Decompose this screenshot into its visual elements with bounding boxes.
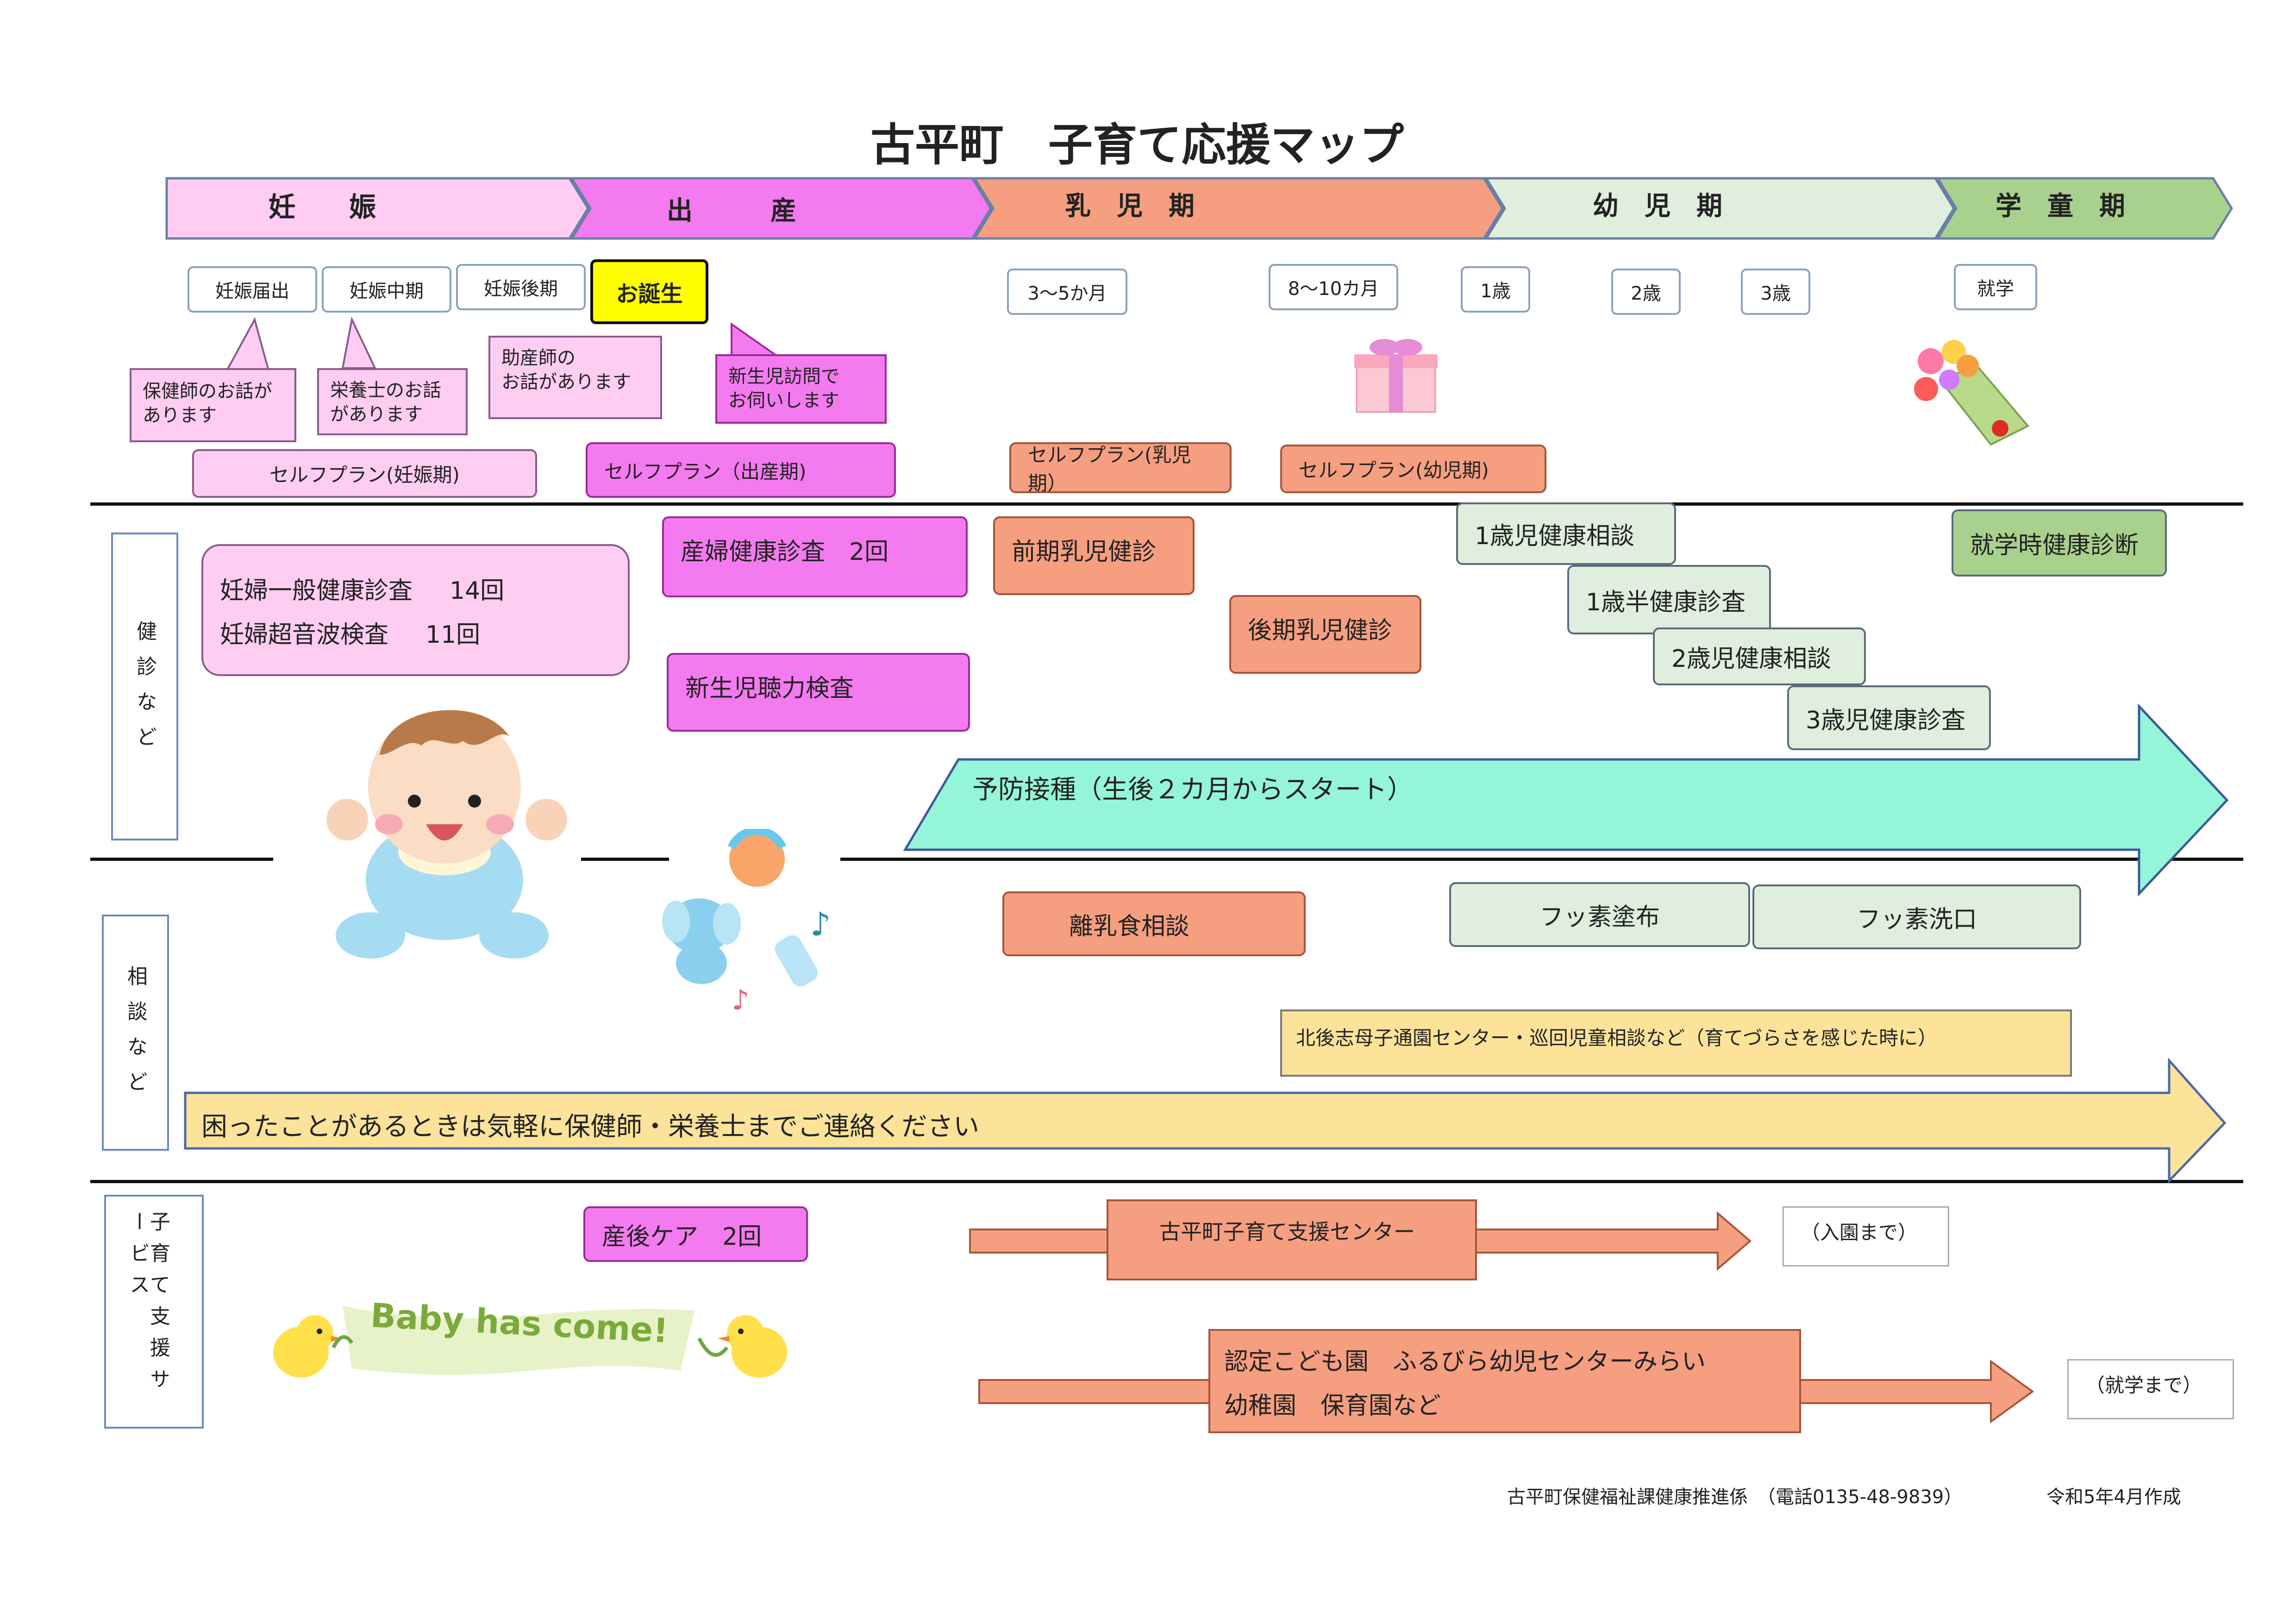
pregnancy-check-name: 妊婦超音波検査	[220, 621, 389, 649]
age1-consult: 1歳児健康相談	[1456, 502, 1676, 565]
age2-consult: 2歳児健康相談	[1653, 627, 1866, 685]
timeline-item-age-2: 2歳	[1611, 269, 1681, 315]
stage-chevron-birth	[569, 177, 992, 240]
self-plan-pregnancy: セルフプラン(妊娠期)	[192, 449, 537, 498]
divider-health-mid	[581, 858, 669, 861]
pregnancy-check-row-2: 妊婦超音波検査 11回	[220, 615, 480, 650]
timeline-item-birth: お誕生	[590, 259, 708, 324]
baby-banner-illustration	[273, 1306, 787, 1378]
fluoride-rinse: フッ素洗口	[1752, 884, 2081, 949]
stage-label-toddler: 幼 児 期	[1593, 191, 1722, 221]
kindergarten-line-2: 幼稚園 保育園など	[1224, 1392, 1441, 1420]
pregnancy-check-count: 14回	[450, 577, 505, 605]
callout-nutritionist: 栄養士のお話 があります	[317, 368, 468, 435]
contact-arrow	[184, 1058, 2227, 1184]
stage-chevrons	[165, 177, 2233, 240]
section-label-consult: 相談など	[124, 966, 147, 1106]
section-label-health-box	[111, 533, 178, 840]
fluoride-coating: フッ素塗布	[1449, 882, 1750, 947]
school-check: 就学時健康診断	[1952, 509, 2167, 577]
callout-midwife: 助産師の お話があります	[488, 336, 662, 419]
self-plan-toddler: セルフプラン(幼児期)	[1280, 445, 1546, 493]
postnatal-care: 産後ケア 2回	[583, 1206, 808, 1262]
timeline-item-school: 就学	[1954, 264, 2037, 310]
newborn-hearing-test: 新生児聴力検査	[667, 653, 970, 732]
page-title: 古平町 子育て応援マップ	[870, 119, 1404, 171]
divider-health-right	[840, 858, 2243, 861]
late-infant-check: 後期乳児健診	[1229, 595, 1421, 674]
until-nursery-note: （入園まで）	[1783, 1206, 1949, 1267]
svg-text:♪: ♪	[810, 905, 831, 943]
stage-chevron-toddler	[1484, 177, 1955, 240]
kindergarten-box: 認定こども園 ふるびら幼児センターみらい 幼稚園 保育園など	[1208, 1329, 1801, 1433]
bouquet-icon	[1914, 340, 2030, 446]
pregnancy-check-count: 11回	[425, 621, 481, 649]
postpartum-check: 産婦健康診査 2回	[662, 516, 968, 597]
stage-chevron-school	[1935, 177, 2233, 240]
pregnancy-check-name: 妊婦一般健康診査	[220, 577, 413, 605]
age3-check: 3歳児健康診査	[1787, 685, 1991, 750]
section-label-support-box	[104, 1195, 204, 1429]
baby-illustration	[326, 710, 567, 959]
center-consult: 北後志母子通園センター・巡回児童相談など（育てづらさを感じた時に）	[1280, 1010, 2072, 1077]
divider-consult	[90, 1180, 2243, 1183]
section-label-support: 子育て支援サービス	[126, 1211, 170, 1400]
until-school-note: （就学まで）	[2067, 1359, 2234, 1419]
timeline-item-age-1: 1歳	[1461, 266, 1530, 313]
self-plan-infant: セルフプラン(乳児期）	[1009, 442, 1232, 495]
timeline-item-8-10-months: 8〜10カ月	[1269, 264, 1398, 310]
timeline-item-age-3: 3歳	[1741, 269, 1810, 315]
support-center: 古平町子育て支援センター	[1107, 1199, 1477, 1280]
age1-5-check: 1歳半健康診査	[1567, 565, 1771, 634]
stage-chevron-infant	[972, 177, 1504, 240]
callout-newborn-visit: 新生児訪問で お伺いします	[715, 354, 887, 424]
pregnancy-check-row-1: 妊婦一般健康診査 14回	[220, 571, 504, 606]
early-infant-check: 前期乳児健診	[993, 516, 1195, 595]
stage-label-birth: 出 産	[667, 196, 796, 226]
timeline-item-3-5-months: 3〜5か月	[1007, 269, 1127, 315]
svg-text:♪: ♪	[732, 984, 749, 1016]
weaning-consult: 離乳食相談	[1002, 891, 1306, 956]
section-label-health: 健診など	[133, 621, 156, 761]
timeline-item-mid-pregnancy: 妊娠中期	[322, 266, 451, 313]
self-plan-birth: セルフプラン（出産期)	[586, 442, 896, 498]
elephant-toy-illustration: ♪ ♪	[662, 829, 831, 1016]
pregnancy-checks-box: 妊婦一般健康診査 14回 妊婦超音波検査 11回	[201, 544, 630, 676]
divider-health-left	[90, 858, 273, 861]
stage-chevron-pregnancy	[165, 177, 589, 240]
footer-date: 令和5年4月作成	[2046, 1486, 2181, 1508]
stage-label-school: 学 童 期	[1996, 191, 2125, 221]
vaccination-arrow	[903, 704, 2229, 897]
gift-icon	[1354, 339, 1438, 413]
callout-nurse: 保健師のお話が あります	[130, 368, 296, 442]
kindergarten-line-1: 認定こども園 ふるびら幼児センターみらい	[1224, 1348, 1706, 1376]
stage-label-infant: 乳 児 期	[1065, 191, 1195, 221]
contact-message: 困ったことがあるときは気軽に保健師・栄養士までご連絡ください	[201, 1112, 979, 1142]
timeline-item-pregnancy-report: 妊娠届出	[188, 266, 317, 313]
vaccination-label: 予防接種（生後２カ月からスタート）	[972, 775, 1413, 805]
timeline-item-late-pregnancy: 妊娠後期	[456, 264, 586, 310]
stage-label-pregnancy: 妊 娠	[269, 191, 376, 223]
divider-top	[90, 502, 2243, 506]
footer-dept: 古平町保健福祉課健康推進係 （電話0135-48-9839）	[1507, 1486, 1963, 1508]
section-label-consult-box	[102, 915, 169, 1151]
